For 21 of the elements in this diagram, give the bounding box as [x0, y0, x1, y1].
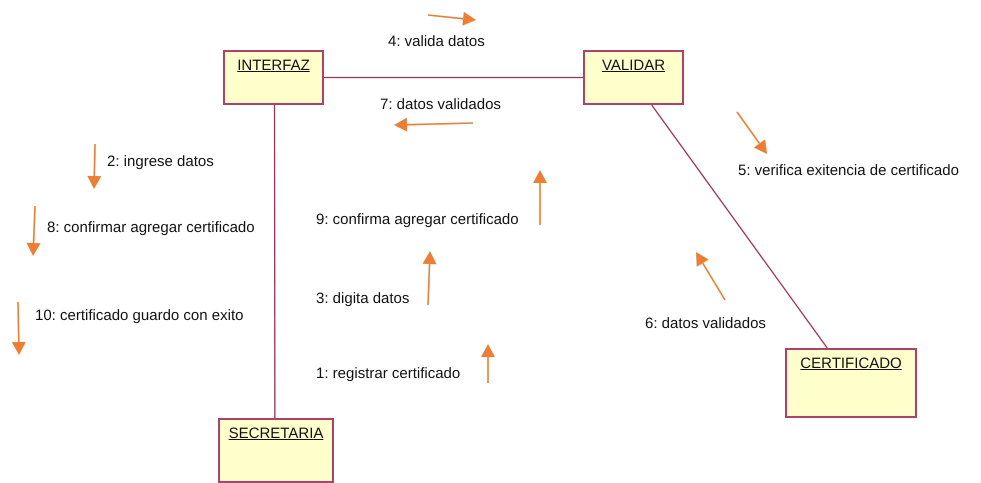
message-label: 2: ingrese datos	[107, 153, 214, 171]
association-line	[651, 104, 828, 348]
message-label: 8: confirmar agregar certificado	[47, 219, 255, 237]
association-line	[274, 105, 276, 418]
object-box	[583, 50, 684, 105]
object-name: VALIDAR	[600, 57, 666, 74]
object-name: SECRETARIA	[228, 425, 324, 442]
message-label: 10: certificado guardo con exito	[35, 307, 244, 325]
message-label: 1: registrar certificado	[316, 365, 460, 383]
object-box	[223, 50, 324, 105]
association-line	[324, 76, 583, 78]
object-name: CERTIFICADO	[799, 355, 903, 372]
message-label: 4: valida datos	[388, 33, 485, 51]
message-label: 7: datos validados	[380, 96, 501, 114]
object-box	[218, 418, 334, 483]
message-label: 5: verifica exitencia de certificado	[738, 162, 959, 180]
object-box	[785, 348, 917, 418]
message-label: 6: datos validados	[645, 315, 766, 333]
object-name: INTERFAZ	[236, 57, 311, 74]
message-label: 9: confirma agregar certificado	[316, 211, 519, 229]
message-label: 3: digita datos	[316, 290, 410, 308]
